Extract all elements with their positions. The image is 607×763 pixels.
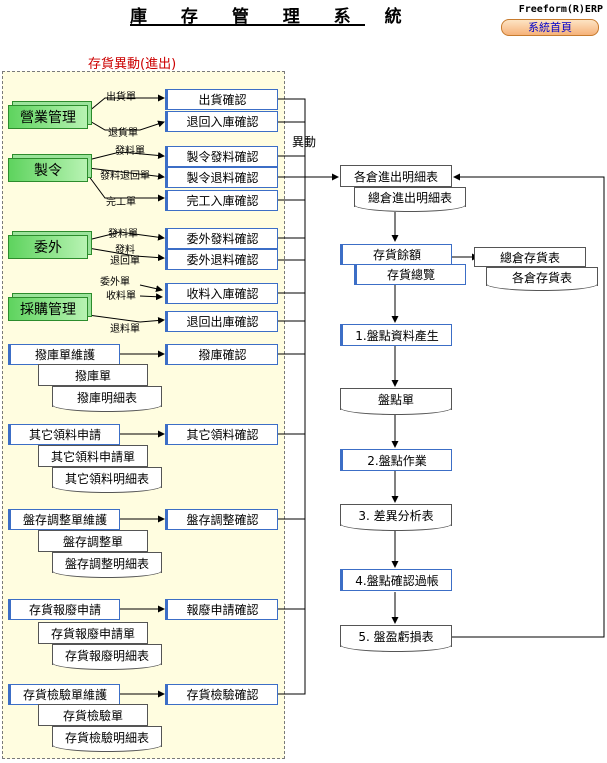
page-title: 庫 存 管 理 系 統 [130, 2, 402, 27]
completion-confirm-box[interactable]: 完工入庫確認 [165, 190, 278, 211]
each-stock-table-doc[interactable]: 各倉存貨表 [486, 267, 598, 291]
inspection-slip-doc[interactable]: 存貨檢驗單 [38, 704, 148, 726]
total-io-detail-doc[interactable]: 總倉進出明細表 [354, 187, 466, 212]
other-req-slip-doc[interactable]: 其它領料申請單 [38, 445, 148, 467]
scrap-request-box[interactable]: 存貨報廢申請 [8, 599, 120, 620]
other-issue-confirm-box[interactable]: 其它領料確認 [165, 424, 278, 445]
return-goods-slip-label: 退料單 [110, 324, 140, 335]
inspection-detail-doc[interactable]: 存貨檢驗明細表 [52, 726, 162, 752]
outsource-return-confirm-box[interactable]: 委外退料確認 [165, 249, 278, 270]
mo-return-confirm-box[interactable]: 製令退料確認 [165, 167, 278, 188]
mo-issue-confirm-box[interactable]: 製令發料確認 [165, 146, 278, 167]
return-out-confirm-box[interactable]: 退回出庫確認 [165, 311, 278, 332]
movement-label: 異動 [292, 135, 317, 149]
scrap-detail-doc[interactable]: 存貨報廢明細表 [52, 644, 162, 670]
warehouse-io-detail-doc[interactable]: 各倉進出明細表 [340, 165, 452, 187]
return-slip-label: 退貨單 [108, 128, 138, 139]
shipment-slip-label: 出貨單 [106, 92, 136, 103]
issue-slip-label: 發料單 [115, 146, 145, 157]
outsourcing-block[interactable]: 委外 [8, 235, 88, 259]
other-requisition-box[interactable]: 其它領料申請 [8, 424, 120, 445]
stock-balance-box[interactable]: 存貨餘額 [340, 244, 452, 265]
outsource-receipt-label: 委外單 [100, 277, 130, 288]
sales-management-block[interactable]: 營業管理 [8, 105, 88, 129]
receiving-slip-label: 收料單 [106, 291, 136, 302]
production-order-block[interactable]: 製令 [8, 158, 88, 182]
return-in-confirm-box[interactable]: 退回入庫確認 [165, 111, 278, 132]
receiving-confirm-box[interactable]: 收料入庫確認 [165, 283, 278, 304]
step4-count-confirm-box[interactable]: 4.盤點確認過帳 [340, 569, 452, 591]
adjust-slip-doc[interactable]: 盤存調整單 [38, 530, 148, 552]
stock-adjust-confirm-box[interactable]: 盤存調整確認 [165, 509, 278, 530]
count-sheet-doc[interactable]: 盤點單 [340, 388, 452, 415]
transfer-confirm-box[interactable]: 撥庫確認 [165, 344, 278, 365]
step3-variance-report-doc[interactable]: 3. 差異分析表 [340, 504, 452, 531]
brand-label: Freeform(R)ERP [518, 4, 603, 15]
stock-overview-box[interactable]: 存貨總覽 [354, 264, 466, 285]
step2-count-operation-box[interactable]: 2.盤點作業 [340, 449, 452, 471]
outsource-issue-confirm-box[interactable]: 委外發料確認 [165, 228, 278, 249]
outsource-issue-slip-label: 發料單 [108, 229, 138, 240]
purchasing-management-block[interactable]: 採購管理 [8, 297, 88, 321]
step5-gain-loss-report-doc[interactable]: 5. 盤盈虧損表 [340, 625, 452, 652]
scrap-confirm-box[interactable]: 報廢申請確認 [165, 599, 278, 620]
transfer-slip-doc[interactable]: 撥庫單 [38, 364, 148, 386]
scrap-req-slip-doc[interactable]: 存貨報廢申請單 [38, 622, 148, 644]
issue-return-slip-label: 發料退回單 [100, 171, 150, 182]
home-button[interactable]: 系統首頁 [501, 19, 599, 36]
step1-count-data-box[interactable]: 1.盤點資料產生 [340, 324, 452, 346]
panel-title: 存貨異動(進出) [88, 57, 177, 72]
inspection-confirm-box[interactable]: 存貨檢驗確認 [165, 684, 278, 705]
transfer-maint-box[interactable]: 撥庫單維護 [8, 344, 120, 365]
completion-slip-label: 完工單 [106, 197, 136, 208]
adjust-detail-doc[interactable]: 盤存調整明細表 [52, 552, 162, 578]
total-stock-table-doc[interactable]: 總倉存貨表 [474, 247, 586, 267]
transfer-detail-doc[interactable]: 撥庫明細表 [52, 386, 162, 412]
ship-confirm-box[interactable]: 出貨確認 [165, 89, 278, 110]
inspection-maint-box[interactable]: 存貨檢驗單維護 [8, 684, 120, 705]
other-issue-detail-doc[interactable]: 其它領料明細表 [52, 467, 162, 493]
outsource-return-label-1: 發料 [115, 245, 135, 256]
outsource-return-label-2: 退回單 [110, 256, 140, 267]
stock-adjust-maint-box[interactable]: 盤存調整單維護 [8, 509, 120, 530]
